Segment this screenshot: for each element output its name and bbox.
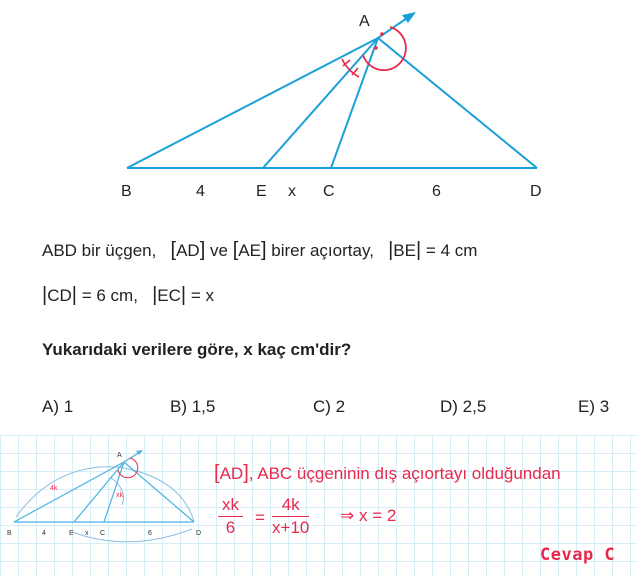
question-text: Yukarıdaki verilere göre, x kaç cm'dir? — [42, 340, 352, 359]
ec-value: = x — [190, 286, 215, 305]
cd-value: = 6 cm, — [81, 286, 138, 305]
point-A-label: A — [359, 13, 370, 30]
solution-mini-figure: A B 4 E x C 6 D 4k xk — [7, 450, 201, 543]
mini-point-E: E — [69, 530, 74, 537]
be-value: = 4 cm — [425, 241, 478, 260]
fraction-4k-x10: 4k x+10 — [272, 495, 310, 538]
fraction-2-denominator: x+10 — [272, 518, 310, 537]
point-C-label: C — [323, 183, 335, 200]
option-c[interactable]: C) 2 — [313, 397, 346, 416]
side-AB — [126, 37, 379, 169]
problem-intro: ABD bir üçgen, — [42, 241, 157, 260]
solution-statement: [AD], ABC üçgeninin dış açıortayı olduğu… — [214, 462, 561, 484]
mini-point-B: B — [7, 530, 12, 537]
bisector-text: birer açıortay, — [271, 241, 374, 260]
mini-point-C: C — [100, 530, 105, 537]
mini-point-D: D — [196, 530, 201, 537]
mini-extension — [123, 451, 141, 463]
mini-line-AC — [103, 461, 125, 523]
line-AC — [330, 37, 379, 169]
mini-side-AD — [123, 461, 195, 523]
point-D-label: D — [530, 183, 542, 200]
interior-angle-arc — [341, 58, 360, 78]
ve-text: ve — [210, 241, 228, 260]
fraction-1-denominator: 6 — [225, 518, 236, 537]
option-b[interactable]: B) 1,5 — [170, 397, 216, 416]
mini-arc-inner — [109, 476, 124, 506]
side-AD — [377, 37, 538, 169]
mini-bisector-AE — [73, 461, 125, 523]
solution-panel: A B 4 E x C 6 D 4k xk [AD], ABC üçgenini… — [0, 435, 637, 577]
fraction-xk-6: xk 6 — [218, 495, 243, 538]
ae-label: AE — [238, 241, 261, 260]
angle-tick-icon — [351, 67, 359, 76]
bisector-AE — [262, 37, 379, 169]
option-e[interactable]: E) 3 — [578, 397, 610, 416]
ec-label: EC — [157, 286, 181, 305]
mini-seg-4: 4 — [42, 530, 46, 537]
solution-reason: , ABC üçgeninin dış açıortayı olduğundan — [248, 464, 561, 483]
angle-dot-icon — [374, 46, 378, 50]
mini-arc-right — [117, 466, 195, 522]
problem-line-2: |CD| = 6 cm, |EC| = x — [42, 284, 215, 306]
point-E-label: E — [256, 183, 267, 200]
mini-arrow-icon — [136, 450, 143, 455]
fraction-2-numerator: 4k — [272, 495, 310, 517]
exterior-angle-arc — [362, 26, 407, 72]
point-B-label: B — [121, 183, 132, 200]
mini-point-A: A — [117, 452, 122, 459]
mini-seg-6: 6 — [148, 530, 152, 537]
answer-label: Cevap C — [540, 545, 616, 565]
be-label: BE — [393, 241, 416, 260]
mini-arc-left — [15, 466, 119, 518]
equals-sign: = — [255, 508, 265, 527]
angle-dot-icon — [380, 32, 384, 36]
mini-side-AB — [13, 461, 125, 523]
triangle-figure: A B 4 E x C 6 D — [121, 12, 542, 200]
problem-line-1: ABD bir üçgen, [AD] ve [AE] birer açıort… — [42, 239, 478, 261]
segment-BE-label: 4 — [196, 183, 205, 200]
solution-ad-label: AD — [219, 464, 244, 483]
mini-label-4k: 4k — [50, 485, 58, 492]
mini-seg-x: x — [85, 530, 89, 537]
cd-label: CD — [47, 286, 72, 305]
ad-label: AD — [176, 241, 200, 260]
option-a[interactable]: A) 1 — [42, 397, 74, 416]
angle-tick-icon — [342, 59, 351, 67]
mini-arc-bottom — [71, 528, 193, 543]
segment-CD-label: 6 — [432, 183, 441, 200]
fraction-1-numerator: xk — [218, 495, 243, 517]
solution-result: ⇒ x = 2 — [340, 506, 397, 525]
segment-EC-label: x — [288, 183, 296, 200]
arrow-head-icon — [402, 12, 416, 23]
mini-label-xk: xk — [116, 492, 124, 499]
option-d[interactable]: D) 2,5 — [440, 397, 487, 416]
mini-angle-arc — [117, 457, 139, 479]
